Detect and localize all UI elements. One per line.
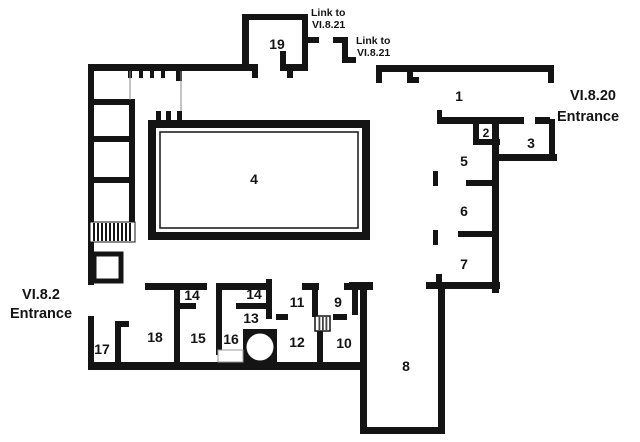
entrance-label-right: VI.8.20 Entrance [557,88,619,125]
link-mid-line1: Link to [356,35,390,47]
room-label-16: 16 [223,331,239,347]
room-label-7: 7 [460,256,468,272]
small-square-room [91,251,124,284]
room-label-18: 18 [147,329,163,345]
room-label-10: 10 [336,335,352,351]
counter-outline [217,349,244,363]
column-ticks [128,71,182,121]
walls [88,14,557,434]
room-label-3: 3 [527,135,535,151]
room-label-12: 12 [289,334,305,350]
entrance-right-label: Entrance [557,109,619,125]
pool [148,120,370,240]
entrance-right-name: VI.8.20 [570,88,616,104]
room-label-13: 13 [243,310,259,326]
room-label-14b: 14 [246,286,262,302]
room-label-15: 15 [190,330,206,346]
room-label-6: 6 [460,203,468,219]
stairs-hatch-icon [89,221,136,243]
room-label-19: 19 [269,36,285,52]
room-label-1: 1 [455,88,463,104]
room-label-11: 11 [290,294,305,310]
entrance-left-name: VI.8.2 [22,287,60,303]
link-top-line1: Link to [311,7,345,19]
room-label-14a: 14 [184,287,200,303]
link-annotation-top: Link to VI.8.21 [311,7,345,31]
room-label-2: 2 [483,126,490,140]
link-annotation-mid: Link to VI.8.21 [356,35,390,59]
room-label-9: 9 [334,294,342,310]
room-label-5: 5 [460,153,468,169]
steps-hatch-icon [314,315,331,332]
room-label-4: 4 [250,171,258,187]
entrance-label-left: VI.8.2 Entrance [10,287,72,322]
link-mid-line2: VI.8.21 [357,47,390,59]
entrance-left-label: Entrance [10,306,72,322]
room-label-8: 8 [402,358,410,374]
oven-icon [243,329,277,364]
link-top-line2: VI.8.21 [312,19,345,31]
room-label-17: 17 [94,341,110,357]
room-labels: 1 2 3 4 5 6 7 8 9 10 11 12 13 14 14 15 1… [94,36,535,374]
